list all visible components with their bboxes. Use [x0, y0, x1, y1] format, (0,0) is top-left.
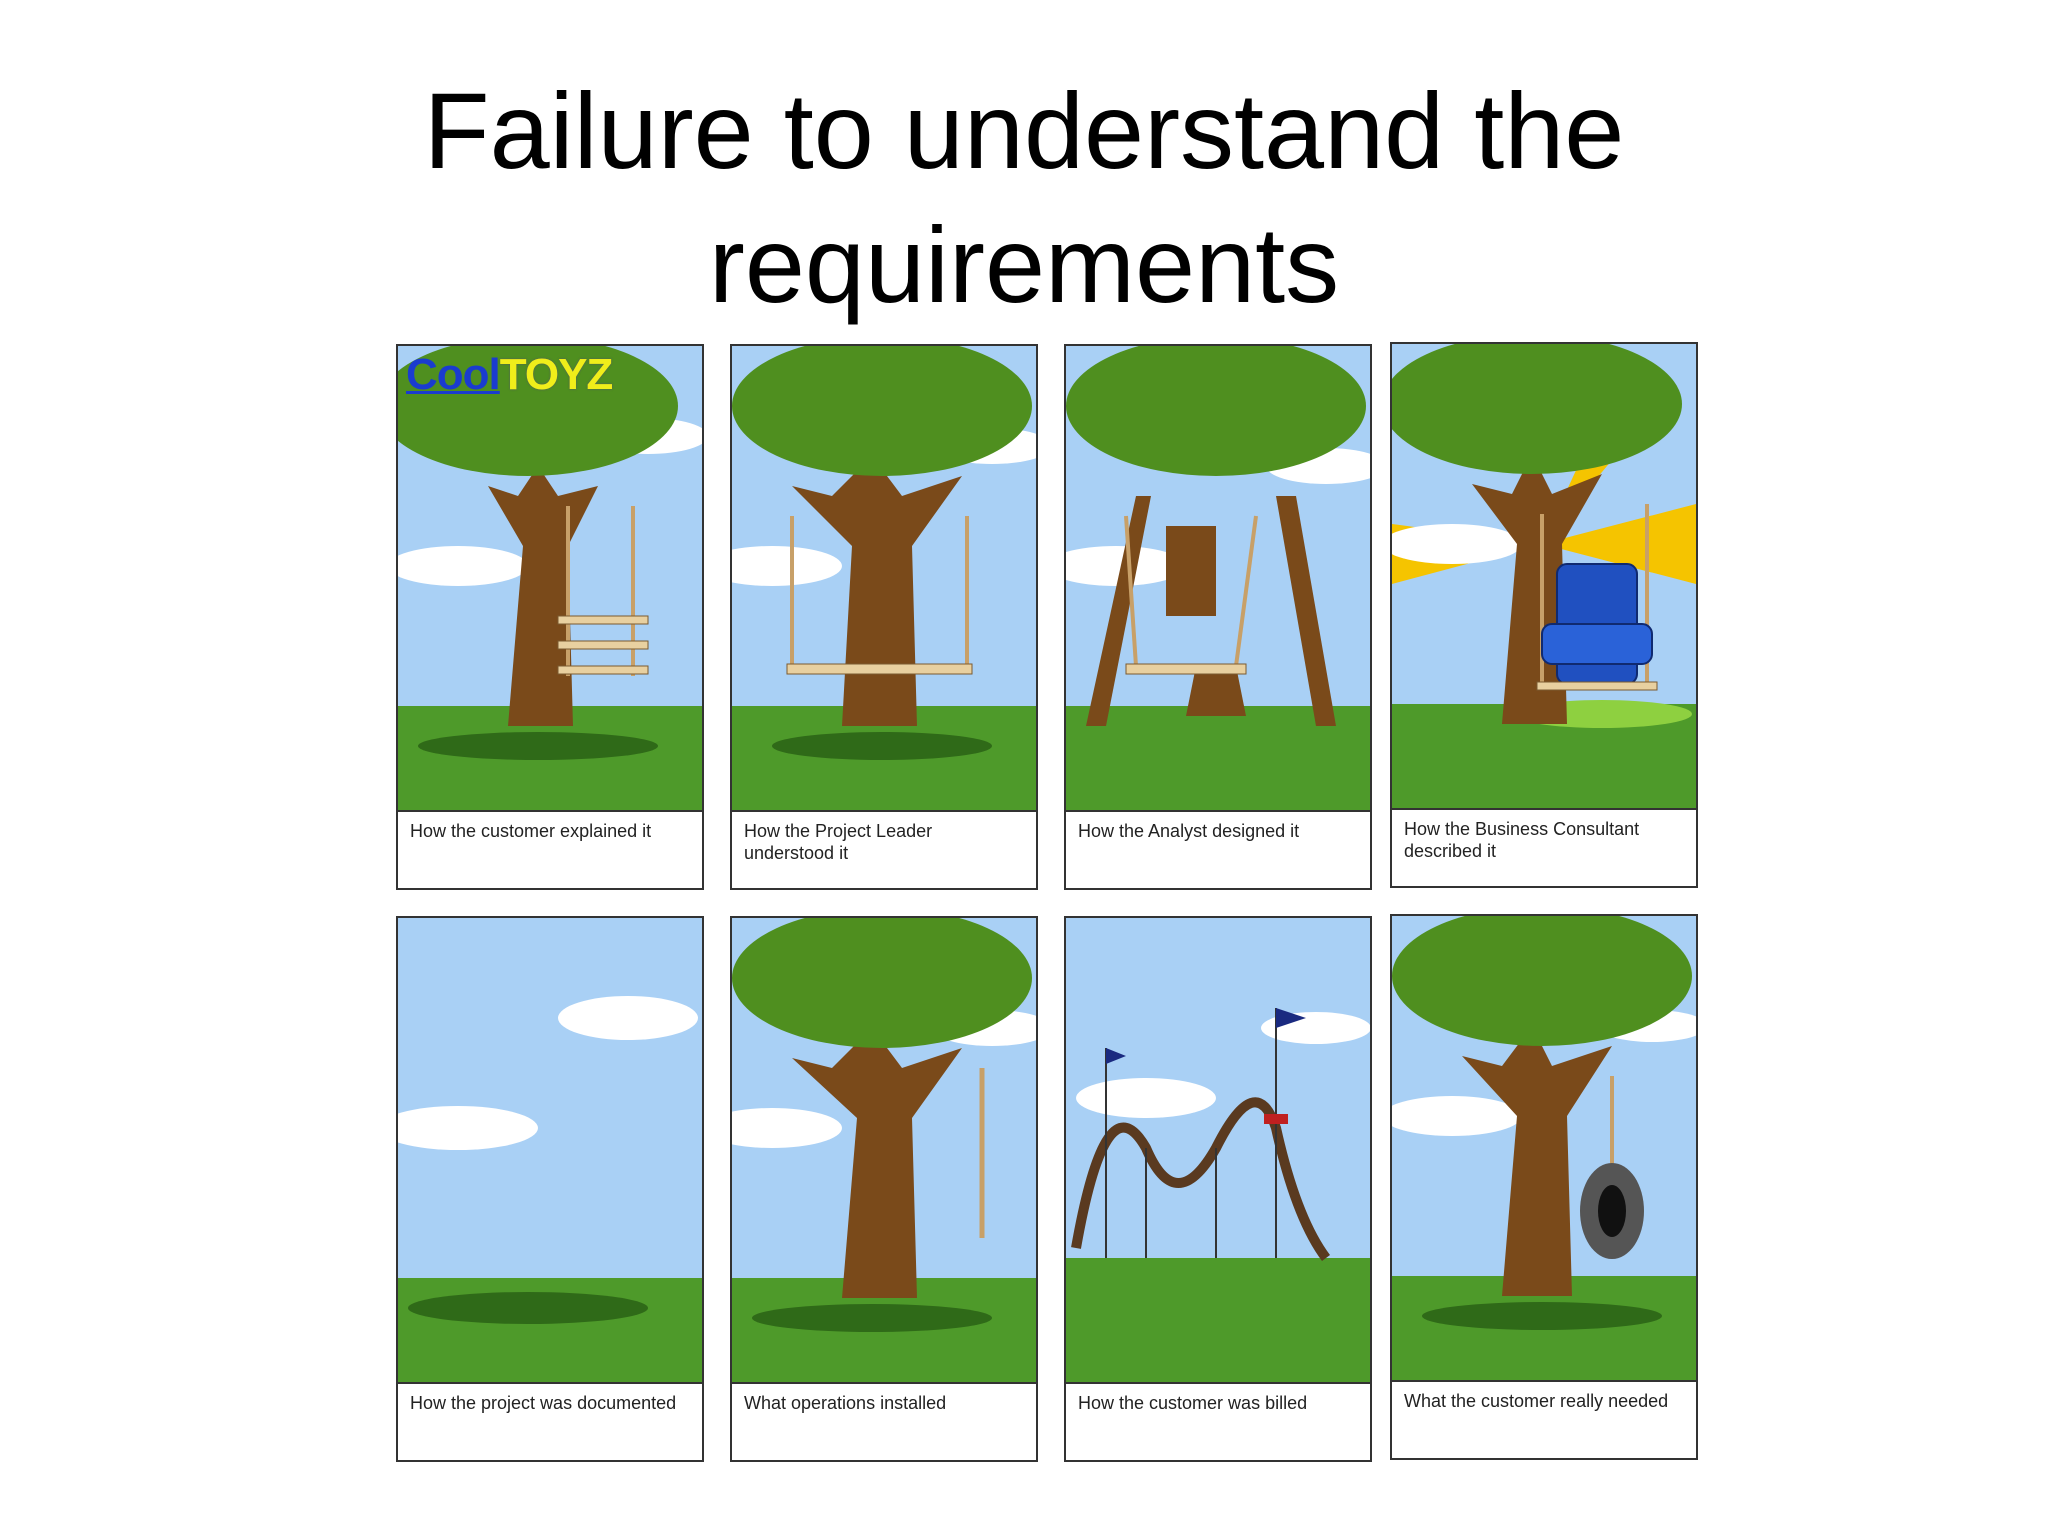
panel-caption: How the customer was billed — [1066, 1382, 1370, 1460]
panel-project-leader-understood: How the Project Leader understood it — [730, 344, 1038, 890]
title-line-1: Failure to understand the — [423, 70, 1625, 191]
logo-part-toyz: TOYZ — [499, 350, 614, 399]
panel-operations-installed: What operations installed — [730, 916, 1038, 1462]
panel-art-armchair-swing — [1392, 344, 1696, 808]
panel-art-tire-swing — [1392, 916, 1696, 1380]
panel-caption: What operations installed — [732, 1382, 1036, 1460]
panel-business-consultant-described: How the Business Consultant described it — [1390, 342, 1698, 888]
cooltoyz-logo: CoolTOYZ — [406, 350, 614, 400]
logo-part-cool: Cool — [406, 350, 501, 399]
panel-customer-billed: How the customer was billed — [1064, 916, 1372, 1462]
panel-caption: How the Project Leader understood it — [732, 810, 1036, 888]
panel-caption: How the customer explained it — [398, 810, 702, 888]
panel-customer-explained: CoolTOYZ How the customer explained it — [396, 344, 704, 890]
panel-art-empty-sky — [398, 918, 702, 1382]
panel-project-documented: How the project was documented — [396, 916, 704, 1462]
panel-caption: How the Analyst designed it — [1066, 810, 1370, 888]
panel-art-swing-three-boards — [398, 346, 702, 810]
panel-art-single-rope — [732, 918, 1036, 1382]
panel-art-swing-around-trunk — [732, 346, 1036, 810]
title-line-2: requirements — [708, 204, 1340, 325]
panel-caption: How the project was documented — [398, 1382, 702, 1460]
slide-title: Failure to understand the requirements — [0, 64, 2048, 332]
panel-art-cut-trunk-swing — [1066, 346, 1370, 810]
panel-caption: What the customer really needed — [1392, 1380, 1696, 1458]
panel-art-roller-coaster — [1066, 918, 1370, 1382]
panel-analyst-designed: How the Analyst designed it — [1064, 344, 1372, 890]
panel-customer-needed: What the customer really needed — [1390, 914, 1698, 1460]
panel-caption: How the Business Consultant described it — [1392, 808, 1696, 886]
